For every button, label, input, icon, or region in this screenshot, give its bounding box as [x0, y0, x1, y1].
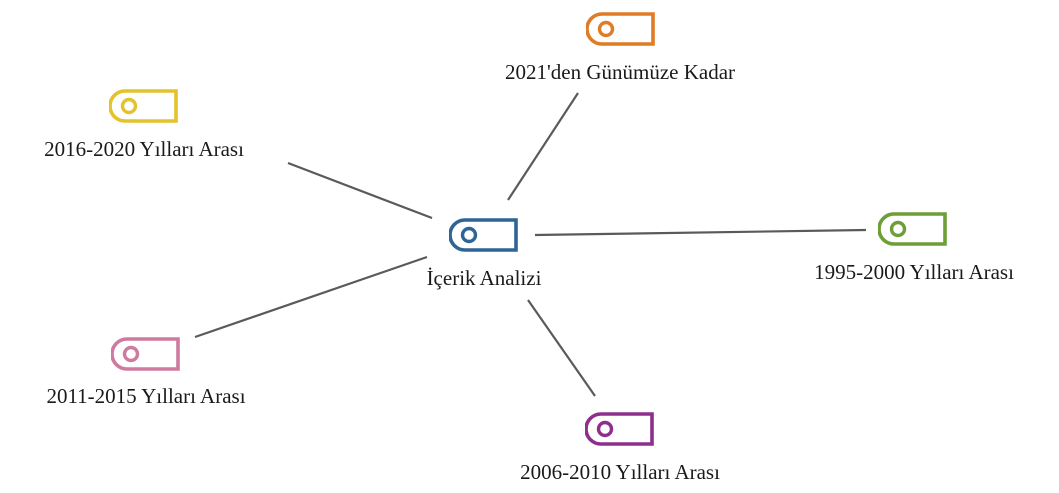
- link-2011: [194, 255, 428, 339]
- node-2021-tag-icon: [586, 12, 655, 46]
- link-2021: [507, 92, 579, 201]
- node-1995-tag-icon: [878, 212, 947, 246]
- node-2016-label: 2016-2020 Yılları Arası: [44, 137, 244, 161]
- node-2021-label: 2021'den Günümüze Kadar: [504, 60, 736, 84]
- node-2006-tag-icon: [585, 412, 654, 446]
- link-2006: [527, 299, 596, 397]
- link-1995: [534, 228, 867, 237]
- node-2011-label: 2011-2015 Yılları Arası: [46, 384, 246, 408]
- node-2006-label: 2006-2010 Yılları Arası: [520, 460, 720, 484]
- node-2016-tag-icon: [109, 89, 178, 123]
- node-2011-tag-icon: [111, 337, 180, 371]
- link-2016: [287, 161, 433, 220]
- node-1995-label: 1995-2000 Yılları Arası: [814, 260, 1014, 284]
- center-tag-icon: [449, 218, 518, 252]
- center-label: İçerik Analizi: [426, 266, 542, 290]
